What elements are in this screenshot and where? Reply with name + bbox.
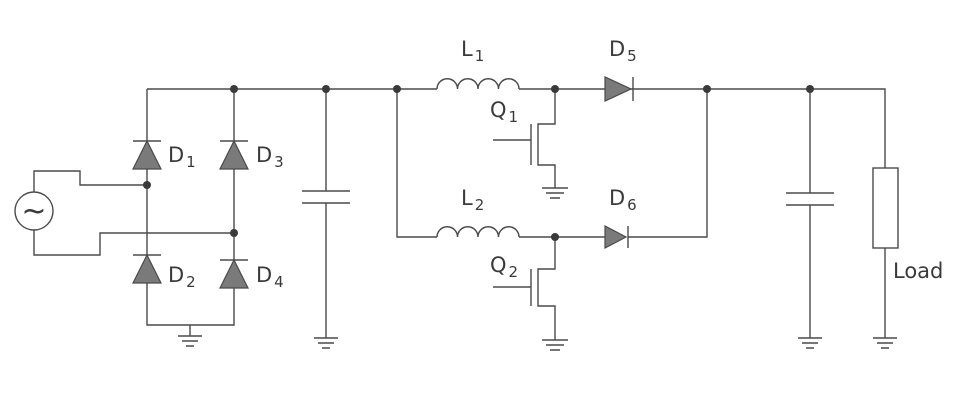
bridge-rectifier: [132, 89, 249, 336]
transistor-q2: [493, 237, 568, 351]
output-capacitor: [786, 89, 834, 349]
label-load: Load: [893, 259, 943, 283]
diode-d6: [604, 89, 708, 249]
junction-dots: [143, 85, 814, 241]
ground-symbol-bridge: [178, 335, 202, 347]
inductor-l2: [436, 226, 605, 238]
diode-d1: [132, 139, 162, 170]
phase-split-wire: [396, 89, 437, 238]
diode-d2: [132, 253, 162, 284]
inductor-l1: [436, 78, 605, 90]
ac-source-symbol: ~: [21, 194, 46, 229]
diode-d3: [219, 139, 249, 170]
ac-source: ~: [14, 170, 234, 256]
diode-d5: [604, 76, 634, 102]
load-resistor: [872, 167, 899, 349]
top-rail-right: [628, 88, 886, 168]
transistor-q1: [493, 89, 568, 199]
diode-d4: [219, 258, 249, 289]
input-capacitor: [302, 89, 350, 349]
